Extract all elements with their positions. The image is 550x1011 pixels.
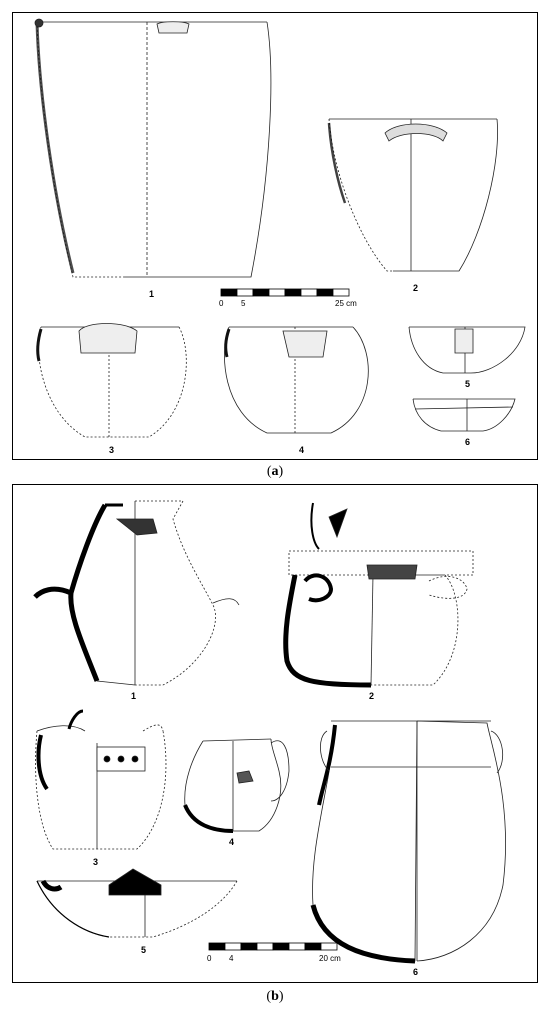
vessel-b4	[183, 738, 290, 833]
vessel-label-a3: 3	[109, 445, 114, 455]
scale-end-label-b: 20 cm	[319, 954, 341, 963]
scale-tick-b-0: 0	[207, 954, 212, 963]
vessel-label-b6: 6	[413, 967, 418, 977]
vessel-b6	[310, 720, 506, 964]
vessel-label-b2: 2	[369, 691, 374, 701]
vessel-label-a5: 5	[465, 379, 470, 389]
vessel-a4	[224, 326, 369, 434]
vessel-a6	[412, 398, 516, 432]
vessel-label-b3: 3	[93, 857, 98, 867]
scale-bar-a: 0 5 25 cm	[219, 288, 357, 308]
caption-a: (a)	[266, 464, 284, 479]
scale-tick-b-1: 4	[229, 954, 234, 963]
vessel-a5	[408, 326, 526, 374]
vessel-label-a6: 6	[465, 437, 470, 447]
caption-b: (b)	[266, 989, 284, 1004]
vessel-a3	[36, 323, 187, 438]
panel-a: 0 5 25 cm 1 2 3 4 5 6	[12, 12, 538, 460]
vessel-label-b5: 5	[141, 945, 146, 955]
panel-b: 0 4 20 cm 1 2 3 4 5 6	[12, 484, 538, 983]
vessel-label-a1: 1	[149, 289, 154, 299]
vessel-label-b4: 4	[229, 837, 234, 847]
vessel-label-b1: 1	[131, 691, 136, 701]
vessel-b5	[36, 868, 238, 938]
scale-end-label-a: 25 cm	[335, 299, 357, 308]
vessel-label-a4: 4	[299, 445, 304, 455]
vessel-a2	[327, 118, 498, 272]
scale-tick-a-0: 0	[219, 299, 224, 308]
panel-a-drawings: 0 5 25 cm 1 2 3 4 5 6	[34, 18, 526, 455]
panel-b-drawings: 0 4 20 cm 1 2 3 4 5 6	[33, 500, 506, 977]
vessel-label-a2: 2	[413, 283, 418, 293]
vessel-b1	[33, 500, 240, 686]
scale-tick-a-1: 5	[241, 299, 246, 308]
vessel-a1	[34, 18, 272, 278]
vessel-b3	[35, 709, 167, 850]
scale-bar-b: 0 4 20 cm	[207, 942, 341, 963]
vessel-b2	[283, 502, 474, 688]
